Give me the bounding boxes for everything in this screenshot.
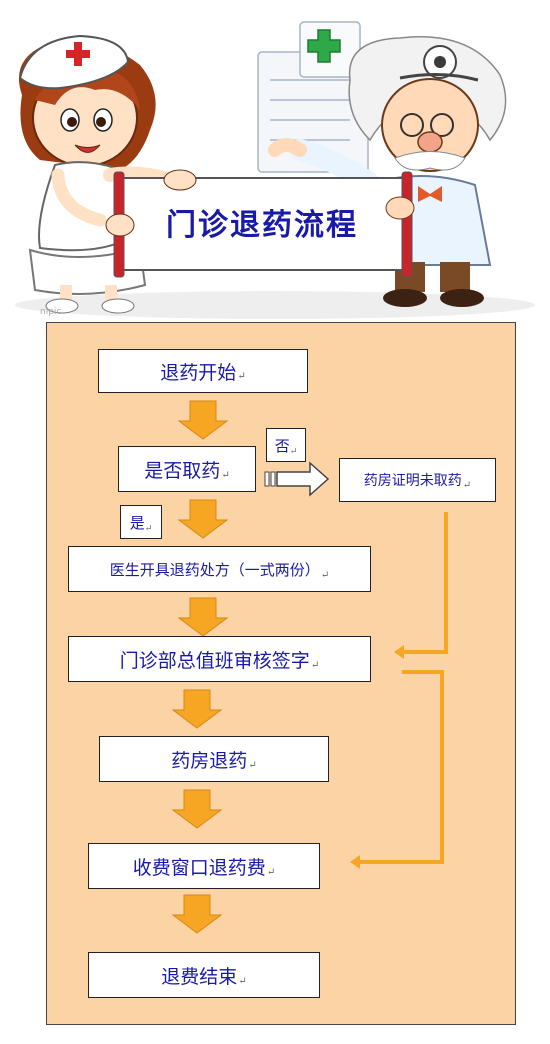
pharmacy-proof-box: 药房证明未取药↵ [339, 458, 496, 502]
step-review-sign: 门诊部总值班审核签字↵ [68, 636, 371, 682]
step-review-label: 门诊部总值班审核签字 [119, 649, 310, 672]
step-check-label: 是否取药 [144, 459, 221, 482]
down-arrow-3 [178, 597, 228, 637]
step-start: 退药开始↵ [98, 349, 308, 393]
return-line-to-review [402, 512, 448, 654]
step-end-label: 退费结束 [161, 965, 238, 988]
watermark-text: nipic [40, 307, 61, 317]
hospital-building-icon [257, 21, 369, 173]
down-arrow-6 [172, 894, 222, 934]
down-arrow-1 [178, 400, 228, 440]
down-arrow-2 [178, 499, 228, 539]
step-prescription: 医生开具退药处方（一式两份）↵ [68, 546, 371, 592]
return-arrowhead-1 [394, 645, 404, 659]
return-arrowhead-2 [350, 855, 360, 869]
step-pharmacy-label: 药房退药 [171, 749, 248, 772]
step-prescription-label: 医生开具退药处方（一式两份） [109, 560, 320, 579]
down-arrow-4 [172, 689, 222, 729]
header-illustration: nipic 门诊退药流程 [0, 0, 550, 322]
step-end: 退费结束↵ [88, 952, 320, 998]
pharmacy-proof-label: 药房证明未取药 [363, 473, 462, 489]
down-arrow-5 [172, 789, 222, 829]
cartoon-scene: nipic [15, 21, 535, 319]
yes-tag: 是↵ [120, 505, 162, 539]
no-branch-arrow [264, 461, 330, 497]
no-tag: 否↵ [266, 428, 306, 462]
step-cashier-refund: 收费窗口退药费↵ [88, 843, 320, 889]
step-start-label: 退药开始 [160, 361, 237, 384]
step-cashier-label: 收费窗口退药费 [132, 856, 266, 879]
step-pharmacy-return: 药房退药↵ [99, 736, 329, 782]
return-line-to-cashier [358, 670, 444, 864]
step-check-medication: 是否取药↵ [118, 446, 256, 492]
banner-title: 门诊退药流程 [166, 208, 358, 243]
scroll-banner [105, 169, 415, 278]
